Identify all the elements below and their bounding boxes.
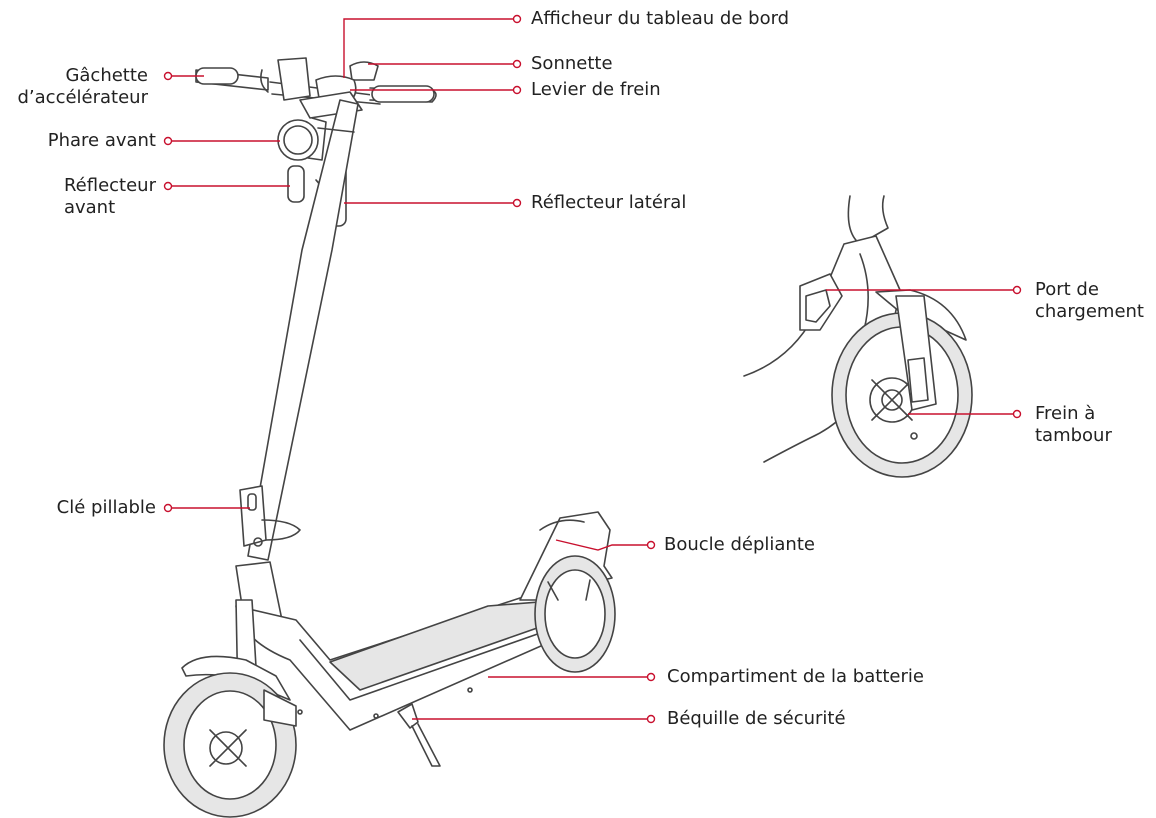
label-lock-key: Clé pillable: [56, 497, 156, 518]
label-throttle: Gâchette d’accélérateur: [18, 65, 149, 109]
label-front-reflector: Réflecteur avant: [64, 175, 156, 219]
label-charging-port-line1: Port de: [1035, 279, 1099, 300]
scooter-illustration: [163, 57, 616, 818]
label-drum-brake-line2: tambour: [1035, 425, 1112, 446]
label-front-reflector-line1: Réflecteur: [63, 175, 156, 196]
label-brake-lever: Levier de frein: [531, 79, 661, 100]
label-bell: Sonnette: [531, 53, 613, 74]
charging-port-closeup: [743, 195, 973, 478]
label-folding-buckle: Boucle dépliante: [664, 534, 815, 555]
label-throttle-line1: Gâchette: [65, 65, 148, 86]
label-side-reflector: Réflecteur latéral: [531, 192, 687, 213]
label-charging-port: Port de chargement: [1035, 279, 1144, 323]
label-battery: Compartiment de la batterie: [667, 666, 924, 687]
label-kickstand: Béquille de sécurité: [667, 708, 846, 729]
label-charging-port-line2: chargement: [1035, 301, 1144, 322]
leader-lines: [163, 14, 1022, 724]
label-drum-brake: Frein à tambour: [1035, 403, 1112, 447]
label-throttle-line2: d’accélérateur: [17, 87, 149, 108]
label-drum-brake-line1: Frein à: [1035, 403, 1096, 424]
label-dashboard: Afficheur du tableau de bord: [531, 8, 790, 29]
label-headlight: Phare avant: [47, 130, 156, 151]
label-front-reflector-line2: avant: [63, 197, 116, 218]
